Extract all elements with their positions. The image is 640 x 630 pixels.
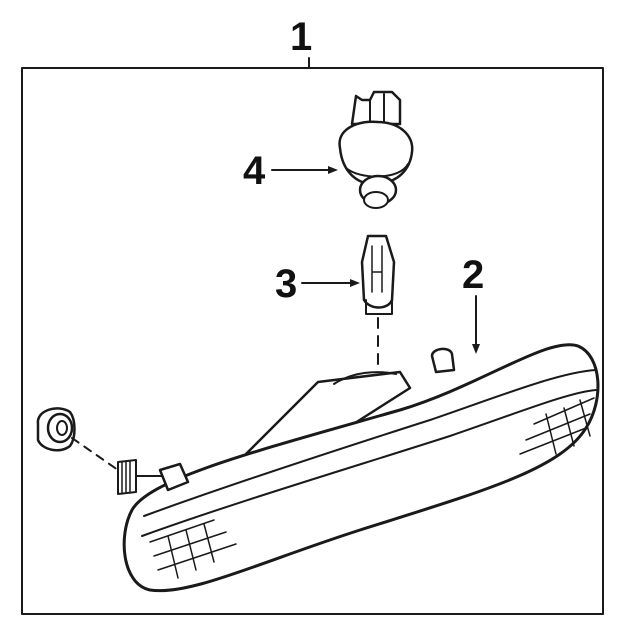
- lens-housing-part: [117, 343, 600, 593]
- callout-1: 1: [290, 15, 312, 59]
- callout-4-arrow: [328, 166, 338, 174]
- socket-part: [338, 90, 414, 209]
- callout-3-arrow: [350, 279, 360, 287]
- assembly-border: [21, 67, 604, 615]
- callout-3: 3: [275, 262, 297, 306]
- callout-4: 4: [243, 149, 266, 193]
- callout-2-arrow: [472, 344, 480, 354]
- grommet-install-line: [71, 437, 119, 471]
- bulb-part: [360, 234, 396, 315]
- callout-2: 2: [462, 253, 484, 297]
- grommet-part: [36, 407, 76, 452]
